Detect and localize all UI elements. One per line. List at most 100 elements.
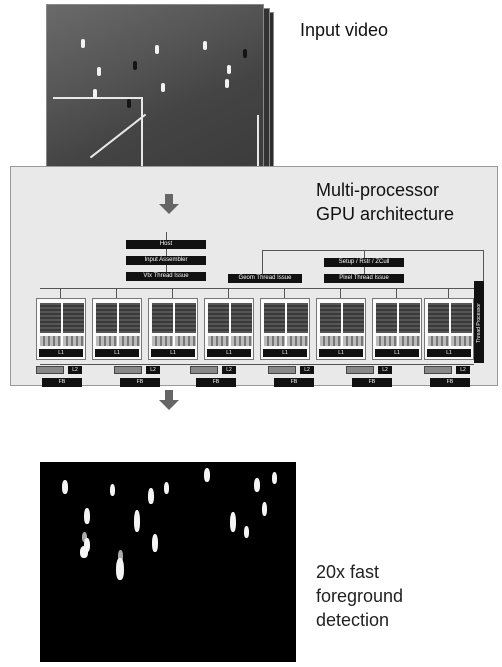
frame-buffer: FB bbox=[42, 378, 82, 387]
connector-line bbox=[166, 249, 167, 256]
output-label-line2: foreground bbox=[316, 584, 403, 608]
connector-line bbox=[284, 288, 285, 298]
processor-cluster: L1 bbox=[424, 298, 474, 360]
gpu-label-line2: GPU architecture bbox=[316, 202, 454, 226]
pixel-thread-issue-bar: Pixel Thread Issue bbox=[324, 274, 404, 283]
processor-cluster: L1 bbox=[316, 298, 366, 360]
foreground-blob bbox=[110, 484, 115, 496]
gpu-label-line1: Multi-processor bbox=[316, 178, 439, 202]
host-bar: Host bbox=[126, 240, 206, 249]
processor-cluster: L1 bbox=[92, 298, 142, 360]
l1-cache: L1 bbox=[375, 349, 419, 357]
foreground-blob bbox=[148, 488, 154, 504]
connector-line bbox=[483, 250, 484, 281]
rop-unit bbox=[36, 366, 64, 374]
frame-buffer: FB bbox=[274, 378, 314, 387]
player bbox=[133, 61, 137, 70]
foreground-blob bbox=[62, 480, 68, 494]
frame-buffer: FB bbox=[430, 378, 470, 387]
connector-line bbox=[364, 267, 365, 274]
streaming-processor bbox=[343, 303, 364, 333]
foreground-blob bbox=[272, 472, 277, 484]
l2-cache: L2 bbox=[222, 366, 236, 374]
streaming-processor bbox=[231, 303, 252, 333]
output-label-line3: detection bbox=[316, 608, 389, 632]
l2-cache: L2 bbox=[146, 366, 160, 374]
texture-unit bbox=[231, 336, 252, 346]
streaming-processor bbox=[96, 303, 117, 333]
texture-unit bbox=[320, 336, 341, 346]
vtx-thread-issue-bar: Vtx Thread Issue bbox=[126, 272, 206, 281]
setup-bar: Setup / Rstr / ZCull bbox=[324, 258, 404, 267]
foreground-blob bbox=[134, 510, 140, 532]
texture-unit bbox=[208, 336, 229, 346]
l2-cache: L2 bbox=[378, 366, 392, 374]
streaming-processor bbox=[152, 303, 173, 333]
streaming-processor bbox=[208, 303, 229, 333]
processor-cluster: L1 bbox=[148, 298, 198, 360]
player bbox=[243, 49, 247, 58]
input-assembler-bar: Input Assembler bbox=[126, 256, 206, 265]
output-label-line1: 20x fast bbox=[316, 560, 379, 584]
l1-cache: L1 bbox=[39, 349, 83, 357]
l1-cache: L1 bbox=[207, 349, 251, 357]
rop-unit bbox=[424, 366, 452, 374]
player bbox=[81, 39, 85, 48]
streaming-processor bbox=[428, 303, 449, 333]
connector-line bbox=[340, 288, 341, 298]
l1-cache: L1 bbox=[151, 349, 195, 357]
texture-unit bbox=[175, 336, 196, 346]
frame-buffer: FB bbox=[120, 378, 160, 387]
arrow-down-icon bbox=[162, 194, 176, 216]
connector-line bbox=[262, 250, 263, 274]
foreground-mask-image bbox=[40, 462, 296, 662]
geom-thread-issue-bar: Geom Thread Issue bbox=[228, 274, 302, 283]
texture-unit bbox=[428, 336, 449, 346]
processor-cluster: L1 bbox=[204, 298, 254, 360]
thread-bus bbox=[40, 288, 474, 289]
texture-unit bbox=[63, 336, 84, 346]
connector-line bbox=[396, 288, 397, 298]
connector-line bbox=[228, 288, 229, 298]
foreground-blob bbox=[116, 558, 124, 580]
rop-unit bbox=[346, 366, 374, 374]
player bbox=[227, 65, 231, 74]
streaming-processor bbox=[40, 303, 61, 333]
texture-unit bbox=[119, 336, 140, 346]
player bbox=[97, 67, 101, 76]
connector-line bbox=[166, 232, 167, 240]
texture-unit bbox=[152, 336, 173, 346]
frame-buffer: FB bbox=[196, 378, 236, 387]
streaming-processor bbox=[376, 303, 397, 333]
foreground-blob bbox=[244, 526, 249, 538]
memory-bus bbox=[40, 364, 474, 365]
l2-cache: L2 bbox=[456, 366, 470, 374]
connector-line bbox=[364, 250, 365, 258]
processor-cluster: L1 bbox=[372, 298, 422, 360]
input-video-label: Input video bbox=[300, 18, 388, 42]
thread-processor-label: Thread Processor bbox=[474, 293, 484, 353]
player bbox=[127, 99, 131, 108]
rop-unit bbox=[190, 366, 218, 374]
foreground-blob bbox=[152, 534, 158, 552]
texture-unit bbox=[451, 336, 472, 346]
foreground-blob bbox=[80, 546, 88, 558]
texture-unit bbox=[399, 336, 420, 346]
player bbox=[161, 83, 165, 92]
l1-cache: L1 bbox=[95, 349, 139, 357]
streaming-processor bbox=[175, 303, 196, 333]
player bbox=[155, 45, 159, 54]
streaming-processor bbox=[119, 303, 140, 333]
player bbox=[225, 79, 229, 88]
pitch-line bbox=[90, 114, 146, 159]
pitch-line bbox=[141, 97, 143, 167]
streaming-processor bbox=[287, 303, 308, 333]
streaming-processor bbox=[399, 303, 420, 333]
texture-unit bbox=[96, 336, 117, 346]
texture-unit bbox=[343, 336, 364, 346]
foreground-blob bbox=[84, 508, 90, 524]
streaming-processor bbox=[63, 303, 84, 333]
texture-unit bbox=[376, 336, 397, 346]
connector-line bbox=[60, 288, 61, 298]
frame-buffer: FB bbox=[352, 378, 392, 387]
